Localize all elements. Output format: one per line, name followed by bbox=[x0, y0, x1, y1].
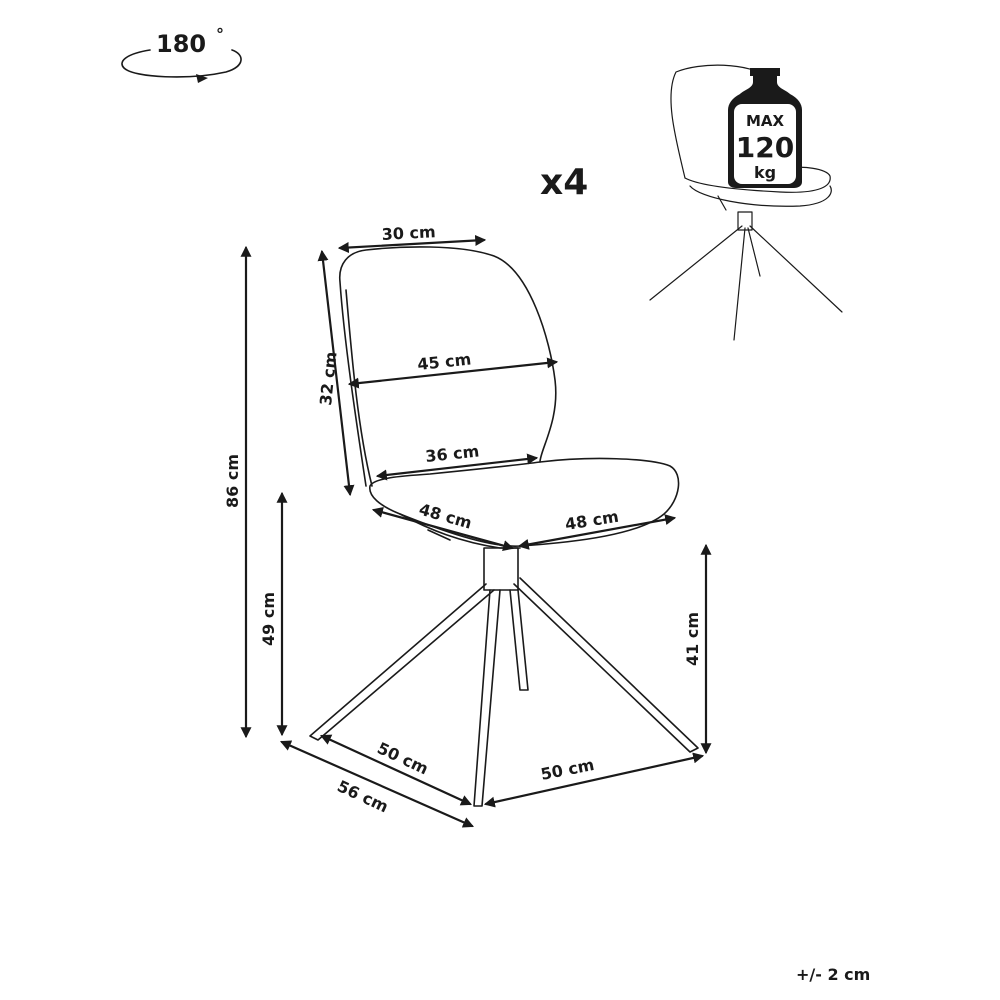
seat-height-label: 49 cm bbox=[259, 592, 278, 646]
backrest-top-width-label: 30 cm bbox=[381, 222, 436, 244]
small-chair-leg bbox=[747, 227, 761, 277]
small-chair-seat-bottom bbox=[689, 185, 832, 207]
total-height-label: 86 cm bbox=[223, 454, 242, 508]
weight-bottle-cap bbox=[750, 68, 780, 76]
dimension-arrows bbox=[240, 234, 712, 828]
base-diagonal-label: 56 cm bbox=[334, 776, 391, 816]
seat-back-width-arrow bbox=[375, 453, 539, 481]
small-chair-seat bbox=[684, 166, 831, 193]
rotation-ellipse bbox=[121, 49, 242, 78]
rotation-label: 180 bbox=[156, 30, 206, 58]
front-right-leg bbox=[473, 589, 501, 807]
chair-base bbox=[309, 547, 699, 807]
tolerance-label: +/- 2 cm bbox=[796, 965, 870, 984]
small-chair-leg bbox=[733, 227, 746, 341]
small-chair-leg bbox=[717, 195, 727, 211]
seat-back-width-label: 36 cm bbox=[424, 441, 480, 466]
backrest-inner-line bbox=[345, 289, 373, 487]
backrest-height-arrow bbox=[317, 249, 355, 497]
small-chair-leg bbox=[749, 225, 843, 313]
quantity-label: x4 bbox=[540, 162, 588, 203]
weight-bottle-label bbox=[734, 104, 796, 184]
rotation-arrow-icon bbox=[196, 74, 208, 83]
back-leg bbox=[509, 589, 529, 691]
leg-height-label: 41 cm bbox=[683, 612, 702, 666]
max-load-line1: MAX bbox=[746, 112, 785, 130]
backrest-height-label: 32 cm bbox=[316, 351, 341, 407]
seat-depth-right-arrow bbox=[517, 514, 677, 550]
backrest-width-arrow bbox=[347, 357, 559, 389]
swivel-hub bbox=[483, 547, 519, 591]
max-load-line2: 120 bbox=[736, 131, 794, 164]
small-chair bbox=[649, 64, 843, 341]
rotation-degree: ° bbox=[216, 25, 224, 44]
seat-depth-left-arrow bbox=[371, 507, 515, 551]
max-load-illustration: MAX 120 kg bbox=[649, 64, 843, 341]
base-diagonal-arrow bbox=[279, 740, 475, 828]
max-load-line3: kg bbox=[754, 163, 776, 182]
main-chair bbox=[339, 246, 680, 549]
backrest-width-label: 45 cm bbox=[416, 349, 472, 374]
small-chair-leg bbox=[649, 225, 743, 301]
base-right-arrow bbox=[483, 752, 705, 808]
backrest-top-width-arrow bbox=[337, 234, 487, 254]
base-right-label: 50 cm bbox=[539, 755, 596, 784]
front-left-leg bbox=[309, 583, 495, 741]
back-right-leg bbox=[513, 577, 699, 753]
seat-depth-left-label: 48 cm bbox=[417, 500, 474, 533]
rotation-symbol: 180 ° bbox=[121, 25, 242, 83]
